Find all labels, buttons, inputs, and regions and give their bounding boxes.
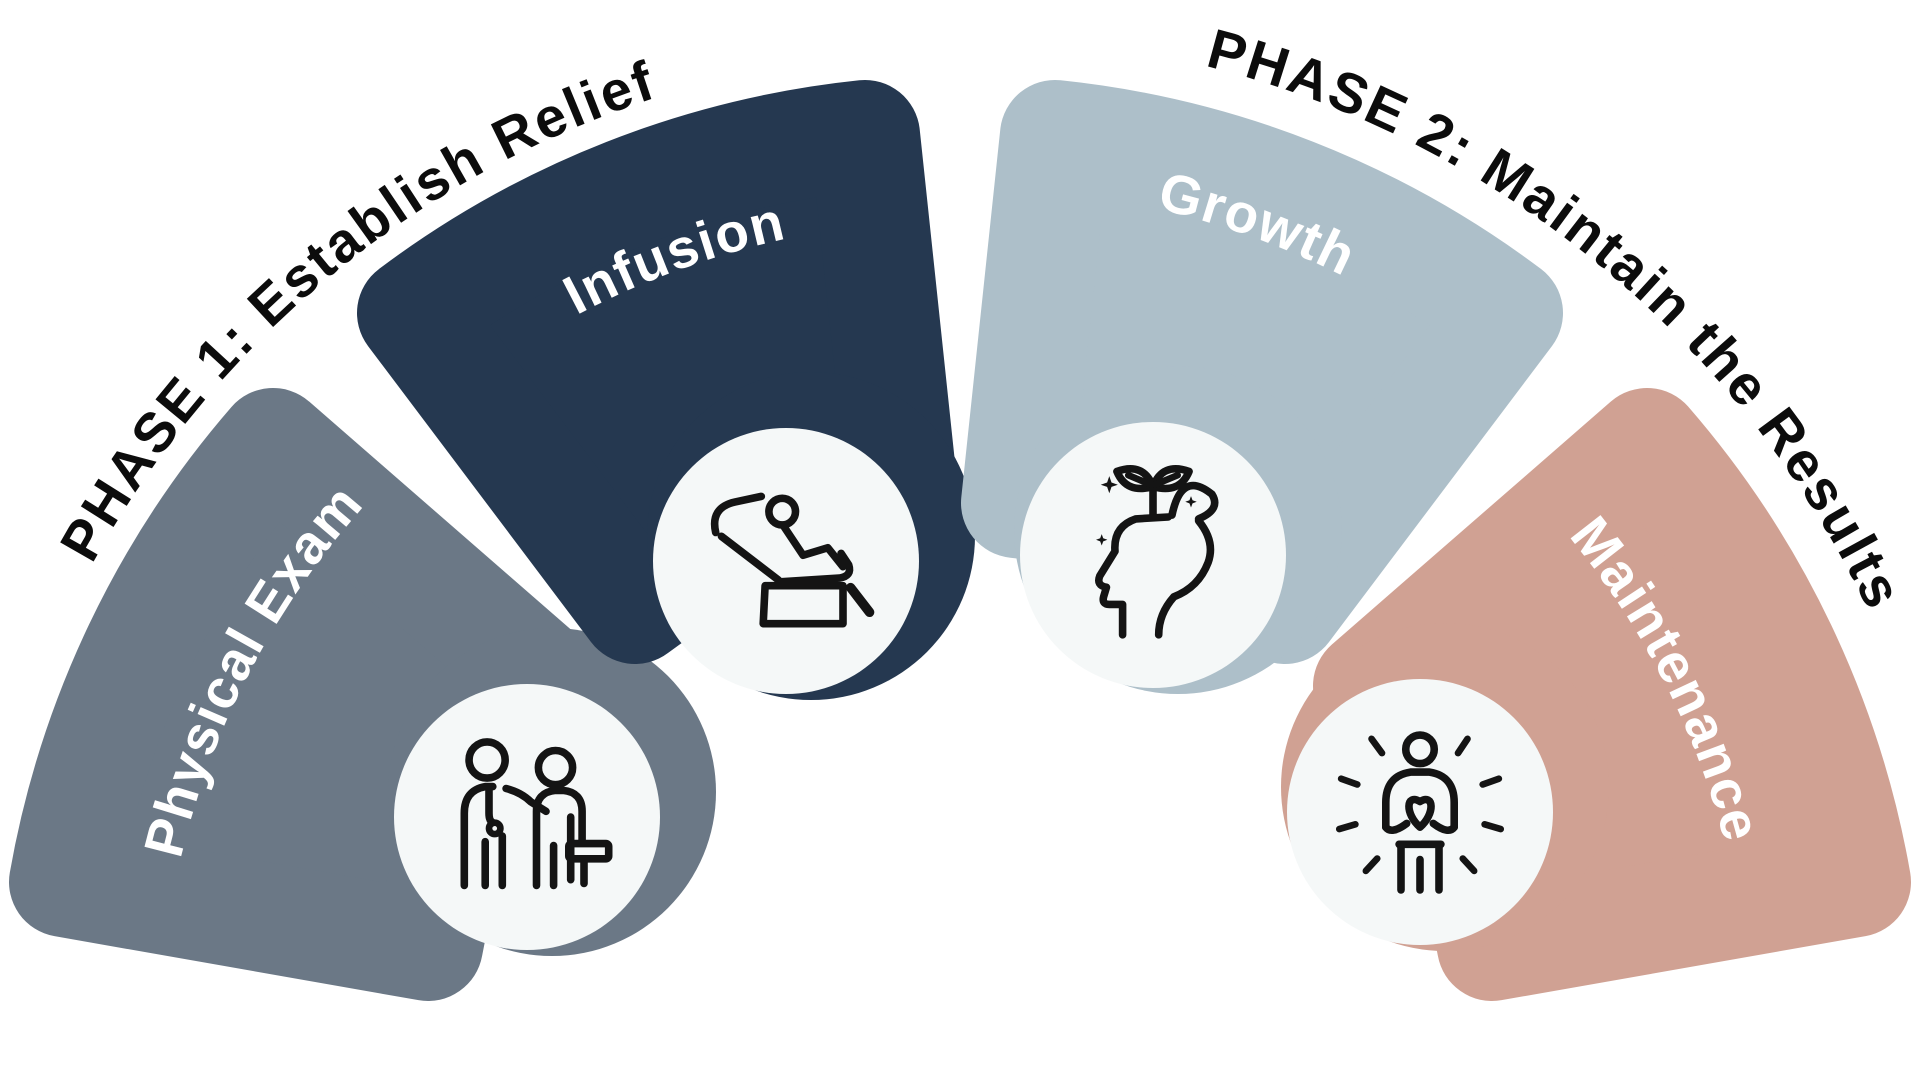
sparkle-icon [1100,476,1118,494]
head-plant-growth-icon [1095,464,1219,639]
sparkle-icon [1185,496,1197,508]
sparkle-icon [1096,534,1108,546]
wedge-maintenance: Maintenance [1281,388,1911,1001]
infusion-chair-icon [710,492,875,628]
doctor-patient-exam-icon [460,738,613,890]
icon-circle [1020,422,1286,688]
wedge-infusion: Infusion [357,80,975,700]
heart-hands-icon [1335,731,1505,894]
wedge-growth: Growth [961,80,1563,694]
icon-circle [394,684,660,950]
wedge-physical-exam: Physical Exam [9,388,716,1001]
icon-circle [1287,679,1553,945]
radiating-rays-icon [1335,735,1505,875]
icon-circle [653,428,919,694]
